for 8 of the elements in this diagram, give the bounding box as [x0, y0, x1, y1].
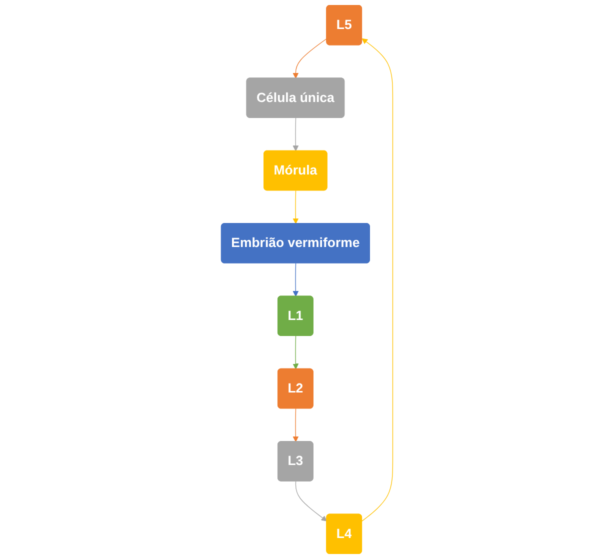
- arrow: [292, 262, 299, 297]
- arrow: [362, 38, 394, 522]
- arrow: [292, 408, 299, 442]
- arrow: [292, 190, 299, 224]
- arrow: [295, 481, 328, 522]
- arrow: [292, 336, 299, 370]
- arrow: [292, 38, 328, 79]
- arrow: [292, 118, 299, 152]
